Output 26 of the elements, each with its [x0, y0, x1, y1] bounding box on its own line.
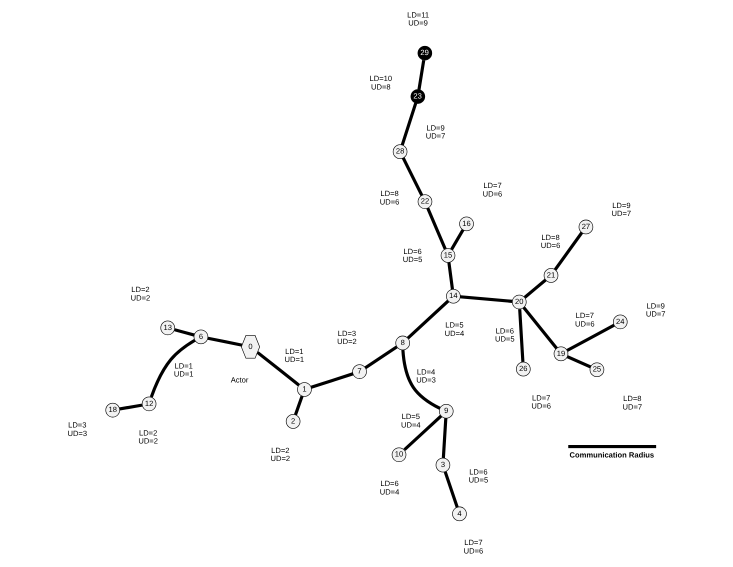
connector [518, 309, 524, 362]
connector [566, 324, 615, 352]
connector [450, 229, 464, 250]
connector [417, 60, 426, 90]
connector [310, 372, 354, 389]
connector [442, 418, 448, 458]
connector [522, 306, 558, 350]
connector [554, 232, 584, 271]
connector [406, 300, 450, 340]
connector [444, 471, 459, 508]
connector [174, 328, 195, 337]
connector [402, 157, 424, 196]
connector [256, 351, 300, 386]
connector [566, 355, 592, 368]
connector [426, 208, 447, 250]
connector [119, 404, 142, 411]
connector [403, 414, 442, 451]
connector [364, 346, 398, 370]
connector [447, 262, 454, 290]
connector [294, 396, 304, 416]
connector [524, 278, 547, 299]
connector [150, 338, 196, 398]
connector [460, 295, 512, 303]
connector [400, 102, 418, 146]
connector [401, 350, 441, 410]
connector [208, 336, 242, 347]
